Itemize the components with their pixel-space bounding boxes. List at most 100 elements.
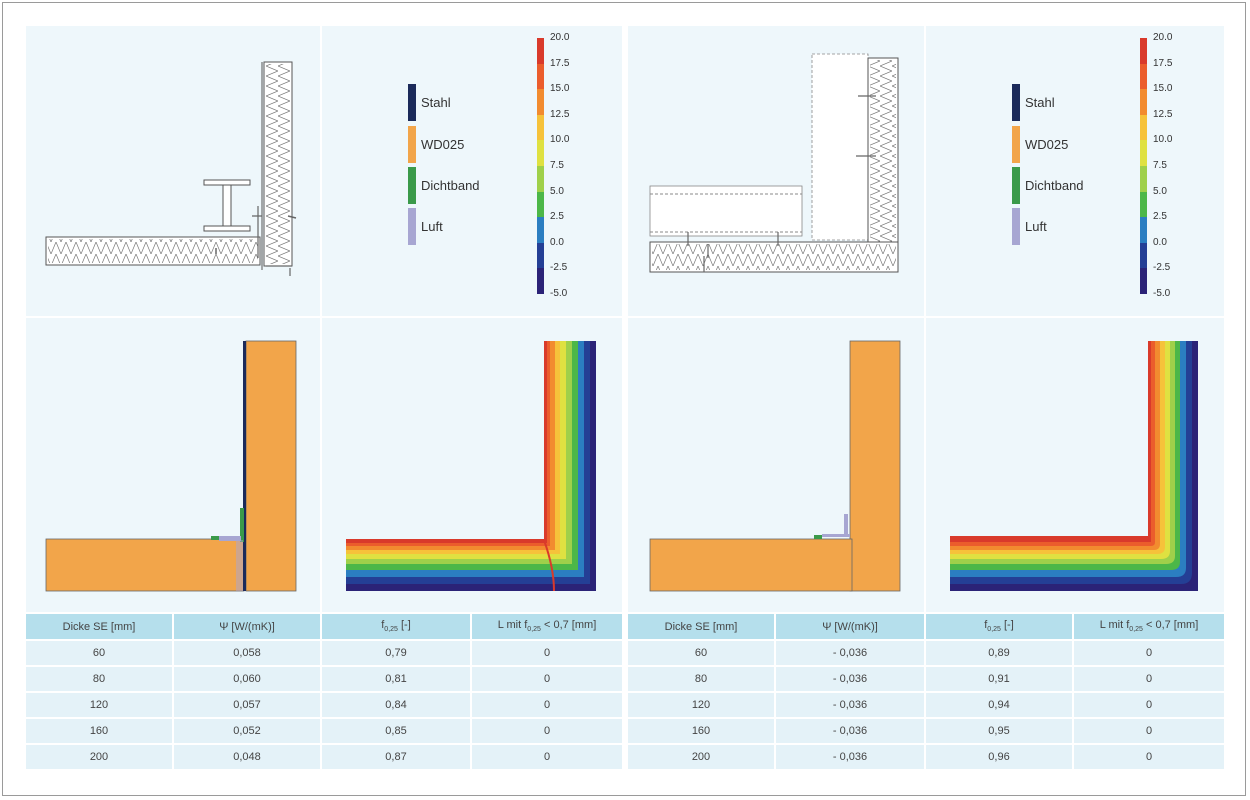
scale-segment [537, 217, 544, 243]
material-model-right [628, 318, 924, 612]
isotherm-diagram [950, 341, 1198, 591]
scale-segment [537, 89, 544, 115]
scale-tick: 20.0 [1153, 32, 1173, 43]
scale-tick: -5.0 [1153, 288, 1171, 299]
header-length-tail: < 0,7 [mm] [540, 619, 597, 632]
material-diagram [45, 340, 297, 592]
scale-segment [537, 166, 544, 192]
legend-swatch-stahl [408, 84, 416, 121]
cell: 0,048 [174, 743, 322, 769]
technical-drawing-left [26, 26, 320, 316]
cell: - 0,036 [776, 665, 926, 691]
legend-swatch-stahl [1012, 84, 1020, 121]
table-header-row: Dicke SE [mm] Ψ [W/(mK)] f0,25 [-] L mit… [26, 614, 622, 639]
cell: 60 [26, 639, 174, 665]
cell: 120 [26, 691, 174, 717]
cell: 0 [1074, 743, 1224, 769]
cell: 0,058 [174, 639, 322, 665]
header-frsi: f0,25 [-] [322, 614, 472, 639]
scale-segment [1140, 191, 1147, 218]
scale-segment [1140, 63, 1147, 90]
header-length: L mit f0,25 < 0,7 [mm] [472, 614, 622, 639]
cell: 0,052 [174, 717, 322, 743]
scale-tick: -2.5 [550, 262, 568, 274]
legend-swatch-wd025 [1012, 126, 1020, 163]
cell: 0,91 [926, 665, 1074, 691]
header-frsi: f0,25 [-] [926, 614, 1074, 639]
cell: 0,81 [322, 665, 472, 691]
legend-item-dichtband: Dichtband [408, 167, 480, 204]
cell: 0 [472, 743, 622, 769]
legend-cell-left: Stahl WD025 Dichtband Luft 20.0 17.5 [322, 26, 622, 316]
scale-tick: -2.5 [1153, 262, 1171, 274]
scale-tick: 15.0 [1153, 83, 1173, 95]
scale-segment [537, 242, 544, 269]
legend-item-wd025: WD025 [1012, 126, 1068, 163]
cell: 0,057 [174, 691, 322, 717]
scale-segment [537, 114, 544, 141]
scale-segment [1140, 140, 1147, 166]
cell: 0 [472, 639, 622, 665]
thermal-model-left [322, 318, 622, 612]
legend-label: Luft [1025, 219, 1047, 234]
scale-segment [1140, 217, 1147, 243]
scale-tick: 2.5 [550, 211, 564, 223]
legend-label: Luft [421, 219, 443, 234]
material-model-left [26, 318, 320, 612]
legend-item-luft: Luft [1012, 208, 1047, 245]
cell: 0,89 [926, 639, 1074, 665]
legend-item-luft: Luft [408, 208, 443, 245]
material-diagram [649, 340, 901, 592]
temperature-scale-left: 20.0 17.5 15.0 12.5 10.0 7.5 5.0 2.5 0.0… [537, 33, 577, 299]
scale-tick: 17.5 [550, 57, 570, 69]
scale-segment [1140, 89, 1147, 115]
scale-segment [1140, 38, 1147, 64]
legend-cell-right: Stahl WD025 Dichtband Luft 20.0 17.5 [926, 26, 1224, 316]
cell: 80 [628, 665, 776, 691]
cell: 0,85 [322, 717, 472, 743]
cell: 80 [26, 665, 174, 691]
cell: - 0,036 [776, 717, 926, 743]
header-frsi-tail: [-] [1000, 619, 1014, 632]
header-psi: Ψ [W/(mK)] [174, 614, 322, 639]
scale-segment [537, 38, 544, 64]
scale-tick: 12.5 [1153, 108, 1173, 120]
temperature-scale-right: 20.0 17.5 15.0 12.5 10.0 7.5 5.0 2.5 0.0… [1140, 33, 1180, 299]
scale-segment [537, 140, 544, 166]
legend-label: Dichtband [1025, 178, 1084, 193]
cell: 0 [1074, 691, 1224, 717]
header-thickness: Dicke SE [mm] [26, 614, 174, 639]
cell: 0 [472, 665, 622, 691]
scale-segment [1140, 166, 1147, 192]
legend-item-wd025: WD025 [408, 126, 464, 163]
cell: 0 [472, 717, 622, 743]
cell: 0,94 [926, 691, 1074, 717]
scale-tick: 17.5 [1153, 57, 1173, 69]
cell: 0,79 [322, 639, 472, 665]
scale-tick: 10.0 [1153, 134, 1173, 146]
header-length-main: L mit f [497, 619, 528, 632]
cell: 60 [628, 639, 776, 665]
scale-segment [1140, 268, 1147, 294]
results-table-right: Dicke SE [mm] Ψ [W/(mK)] f0,25 [-] L mit… [628, 614, 1224, 769]
header-psi: Ψ [W/(mK)] [776, 614, 926, 639]
technical-drawing-right [628, 26, 924, 316]
scale-tick: -5.0 [550, 288, 568, 299]
scale-segment [537, 268, 544, 294]
cell: - 0,036 [776, 743, 926, 769]
cell: 160 [26, 717, 174, 743]
cell: 0 [1074, 639, 1224, 665]
header-frsi-main: f [984, 619, 988, 632]
cell: 0,84 [322, 691, 472, 717]
legend-label: Stahl [1025, 95, 1055, 110]
cell: 0,87 [322, 743, 472, 769]
cell: - 0,036 [776, 691, 926, 717]
scale-tick: 5.0 [1153, 185, 1167, 197]
